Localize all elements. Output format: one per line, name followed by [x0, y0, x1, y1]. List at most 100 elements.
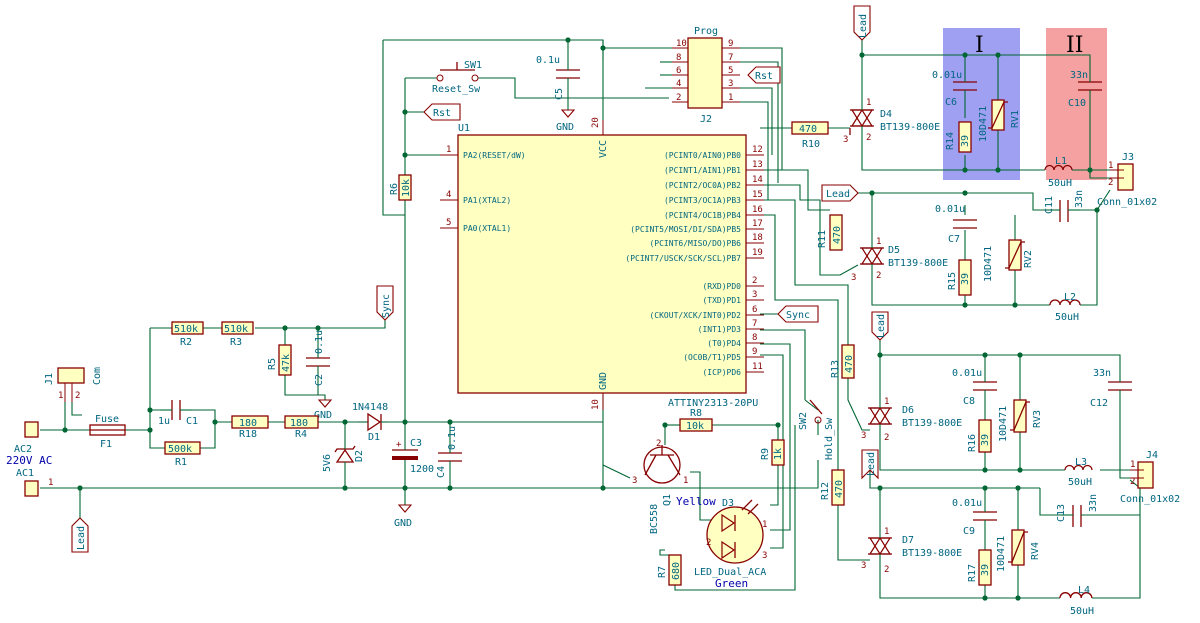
svg-text:Reset_Sw: Reset_Sw: [432, 84, 481, 95]
capacitor-c2: 0.1u C2: [306, 330, 330, 386]
svg-text:Conn_01x02: Conn_01x02: [1097, 197, 1157, 208]
svg-text:L3: L3: [1075, 457, 1087, 468]
triac-d5: 1 2 3 D5 BT139-800E: [851, 237, 948, 283]
ic-pin-name: (INT1)PD3: [698, 325, 742, 334]
resistor-r12: 470 R12: [820, 469, 845, 506]
lead-label-ac1[interactable]: Lead: [71, 517, 89, 553]
rst-label-1[interactable]: Rst: [423, 103, 461, 121]
zener-d2: 5V6 D2: [322, 440, 365, 472]
svg-text:BT139-800E: BT139-800E: [902, 418, 962, 429]
svg-text:L4: L4: [1078, 585, 1090, 596]
prog-pin-num: 7: [728, 53, 733, 63]
rst-label-2[interactable]: Rst: [747, 66, 781, 84]
sync-label-left[interactable]: Sync: [376, 285, 394, 321]
resistor-r8: 10k R8: [679, 408, 713, 432]
svg-text:510k: 510k: [224, 324, 248, 335]
svg-text:470: 470: [834, 480, 845, 498]
ic-pin-name: (PCINT4/OC1B)PB4: [664, 211, 741, 220]
svg-text:5V6: 5V6: [322, 454, 333, 472]
svg-text:1: 1: [1130, 460, 1135, 470]
prog-pin-num: 5: [728, 66, 733, 76]
svg-text:R2: R2: [180, 337, 192, 348]
svg-text:3: 3: [851, 273, 856, 283]
svg-text:Lead: Lead: [876, 314, 887, 338]
lead-label-d7[interactable]: Lead: [861, 449, 879, 480]
svg-text:10k: 10k: [686, 421, 704, 432]
ic-pin-num: 9: [752, 347, 757, 357]
svg-text:Lead: Lead: [76, 526, 87, 550]
ic-vcc: VCC: [598, 140, 609, 158]
svg-text:39: 39: [960, 135, 971, 147]
connector-j3: 1 2 J3 Conn_01x02: [1097, 152, 1157, 208]
svg-text:2: 2: [884, 433, 889, 443]
prog-pin-num: 4: [676, 79, 681, 89]
ic-pin-name: (OC0B/T1)PD5: [683, 353, 741, 362]
ic-pin-num: 15: [752, 190, 763, 200]
svg-text:R17: R17: [967, 564, 978, 582]
inductor-l4: L4 50uH: [1059, 585, 1094, 617]
capacitor-c7: 0.01u C7: [935, 204, 977, 245]
svg-text:C5: C5: [554, 88, 565, 100]
svg-text:220V AC: 220V AC: [6, 454, 52, 467]
svg-text:AC2: AC2: [14, 444, 32, 455]
svg-text:Yellow: Yellow: [676, 495, 716, 508]
svg-text:3: 3: [861, 431, 866, 441]
svg-text:D5: D5: [888, 245, 900, 256]
svg-text:33n: 33n: [1070, 70, 1088, 81]
varistor-rv4: 10D471 RV4: [996, 529, 1041, 572]
capacitor-c3: + C3 1200: [392, 438, 434, 475]
region-I-shade: [943, 28, 1020, 180]
svg-text:0.1u: 0.1u: [536, 55, 560, 66]
gnd-c5: GND: [556, 109, 576, 133]
ic-pin-num: 4: [446, 190, 451, 200]
switch-sw1[interactable]: SW1 Reset_Sw: [432, 60, 482, 95]
triac-d4: 1 2 3 D4 BT139-800E: [843, 98, 940, 145]
resistor-r6: 10k R6: [389, 174, 412, 201]
svg-text:680: 680: [671, 562, 682, 580]
ic-pin-num: 14: [752, 175, 763, 185]
svg-text:50uH: 50uH: [1070, 606, 1094, 617]
ic-pin-name: (PCINT1/AIN1)PB1: [664, 166, 741, 175]
lead-label-d5[interactable]: Lead: [821, 184, 859, 202]
svg-text:SW2: SW2: [798, 412, 809, 430]
switch-sw2[interactable]: SW2 Hold_Sw: [798, 399, 835, 460]
junction-dots: [62, 37, 1100, 601]
svg-text:2: 2: [1108, 178, 1113, 188]
lead-label-d4[interactable]: Lead: [853, 5, 871, 41]
svg-text:2: 2: [884, 565, 889, 575]
svg-text:39: 39: [980, 564, 991, 576]
resistor-r7: 680 R7: [657, 554, 682, 586]
svg-text:BT139-800E: BT139-800E: [880, 122, 940, 133]
capacitor-c10: 33n C10: [1068, 70, 1102, 109]
svg-text:R9: R9: [760, 448, 771, 460]
svg-text:R15: R15: [947, 272, 958, 290]
ic-pin-num: 2: [752, 276, 757, 286]
svg-text:Hold_Sw: Hold_Sw: [824, 417, 835, 460]
svg-text:D7: D7: [902, 535, 914, 546]
svg-text:1: 1: [884, 527, 889, 537]
lead-label-d6[interactable]: Lead: [871, 311, 889, 341]
svg-text:GND: GND: [314, 410, 332, 421]
sync-label-right[interactable]: Sync: [777, 305, 819, 323]
ic-pin-name: (PCINT7/USCK/SCK/SCL)PB7: [625, 254, 741, 263]
ic-gnd: GND: [598, 372, 609, 390]
varistor-rv2: 10D471 RV2: [983, 239, 1034, 282]
led-d3: Yellow D3 1 2 3 LED_Dual_ACA Green: [676, 495, 767, 590]
svg-text:470: 470: [844, 355, 855, 373]
ic-value: ATTINY2313-20PU: [668, 398, 758, 409]
svg-text:1k: 1k: [773, 448, 784, 460]
svg-text:C2: C2: [314, 374, 325, 386]
svg-text:33n: 33n: [1088, 494, 1099, 512]
svg-text:Lead: Lead: [826, 189, 850, 200]
ic-pin-num: 16: [752, 205, 763, 215]
ic-pin-num: 18: [752, 233, 763, 243]
svg-text:2: 2: [866, 133, 871, 143]
resistor-r16: 39 R16: [967, 419, 992, 453]
svg-text:180: 180: [290, 418, 308, 429]
svg-text:1: 1: [58, 391, 63, 401]
svg-text:R1: R1: [175, 457, 187, 468]
svg-text:R13: R13: [830, 360, 841, 378]
c3-plus: +: [396, 440, 402, 450]
